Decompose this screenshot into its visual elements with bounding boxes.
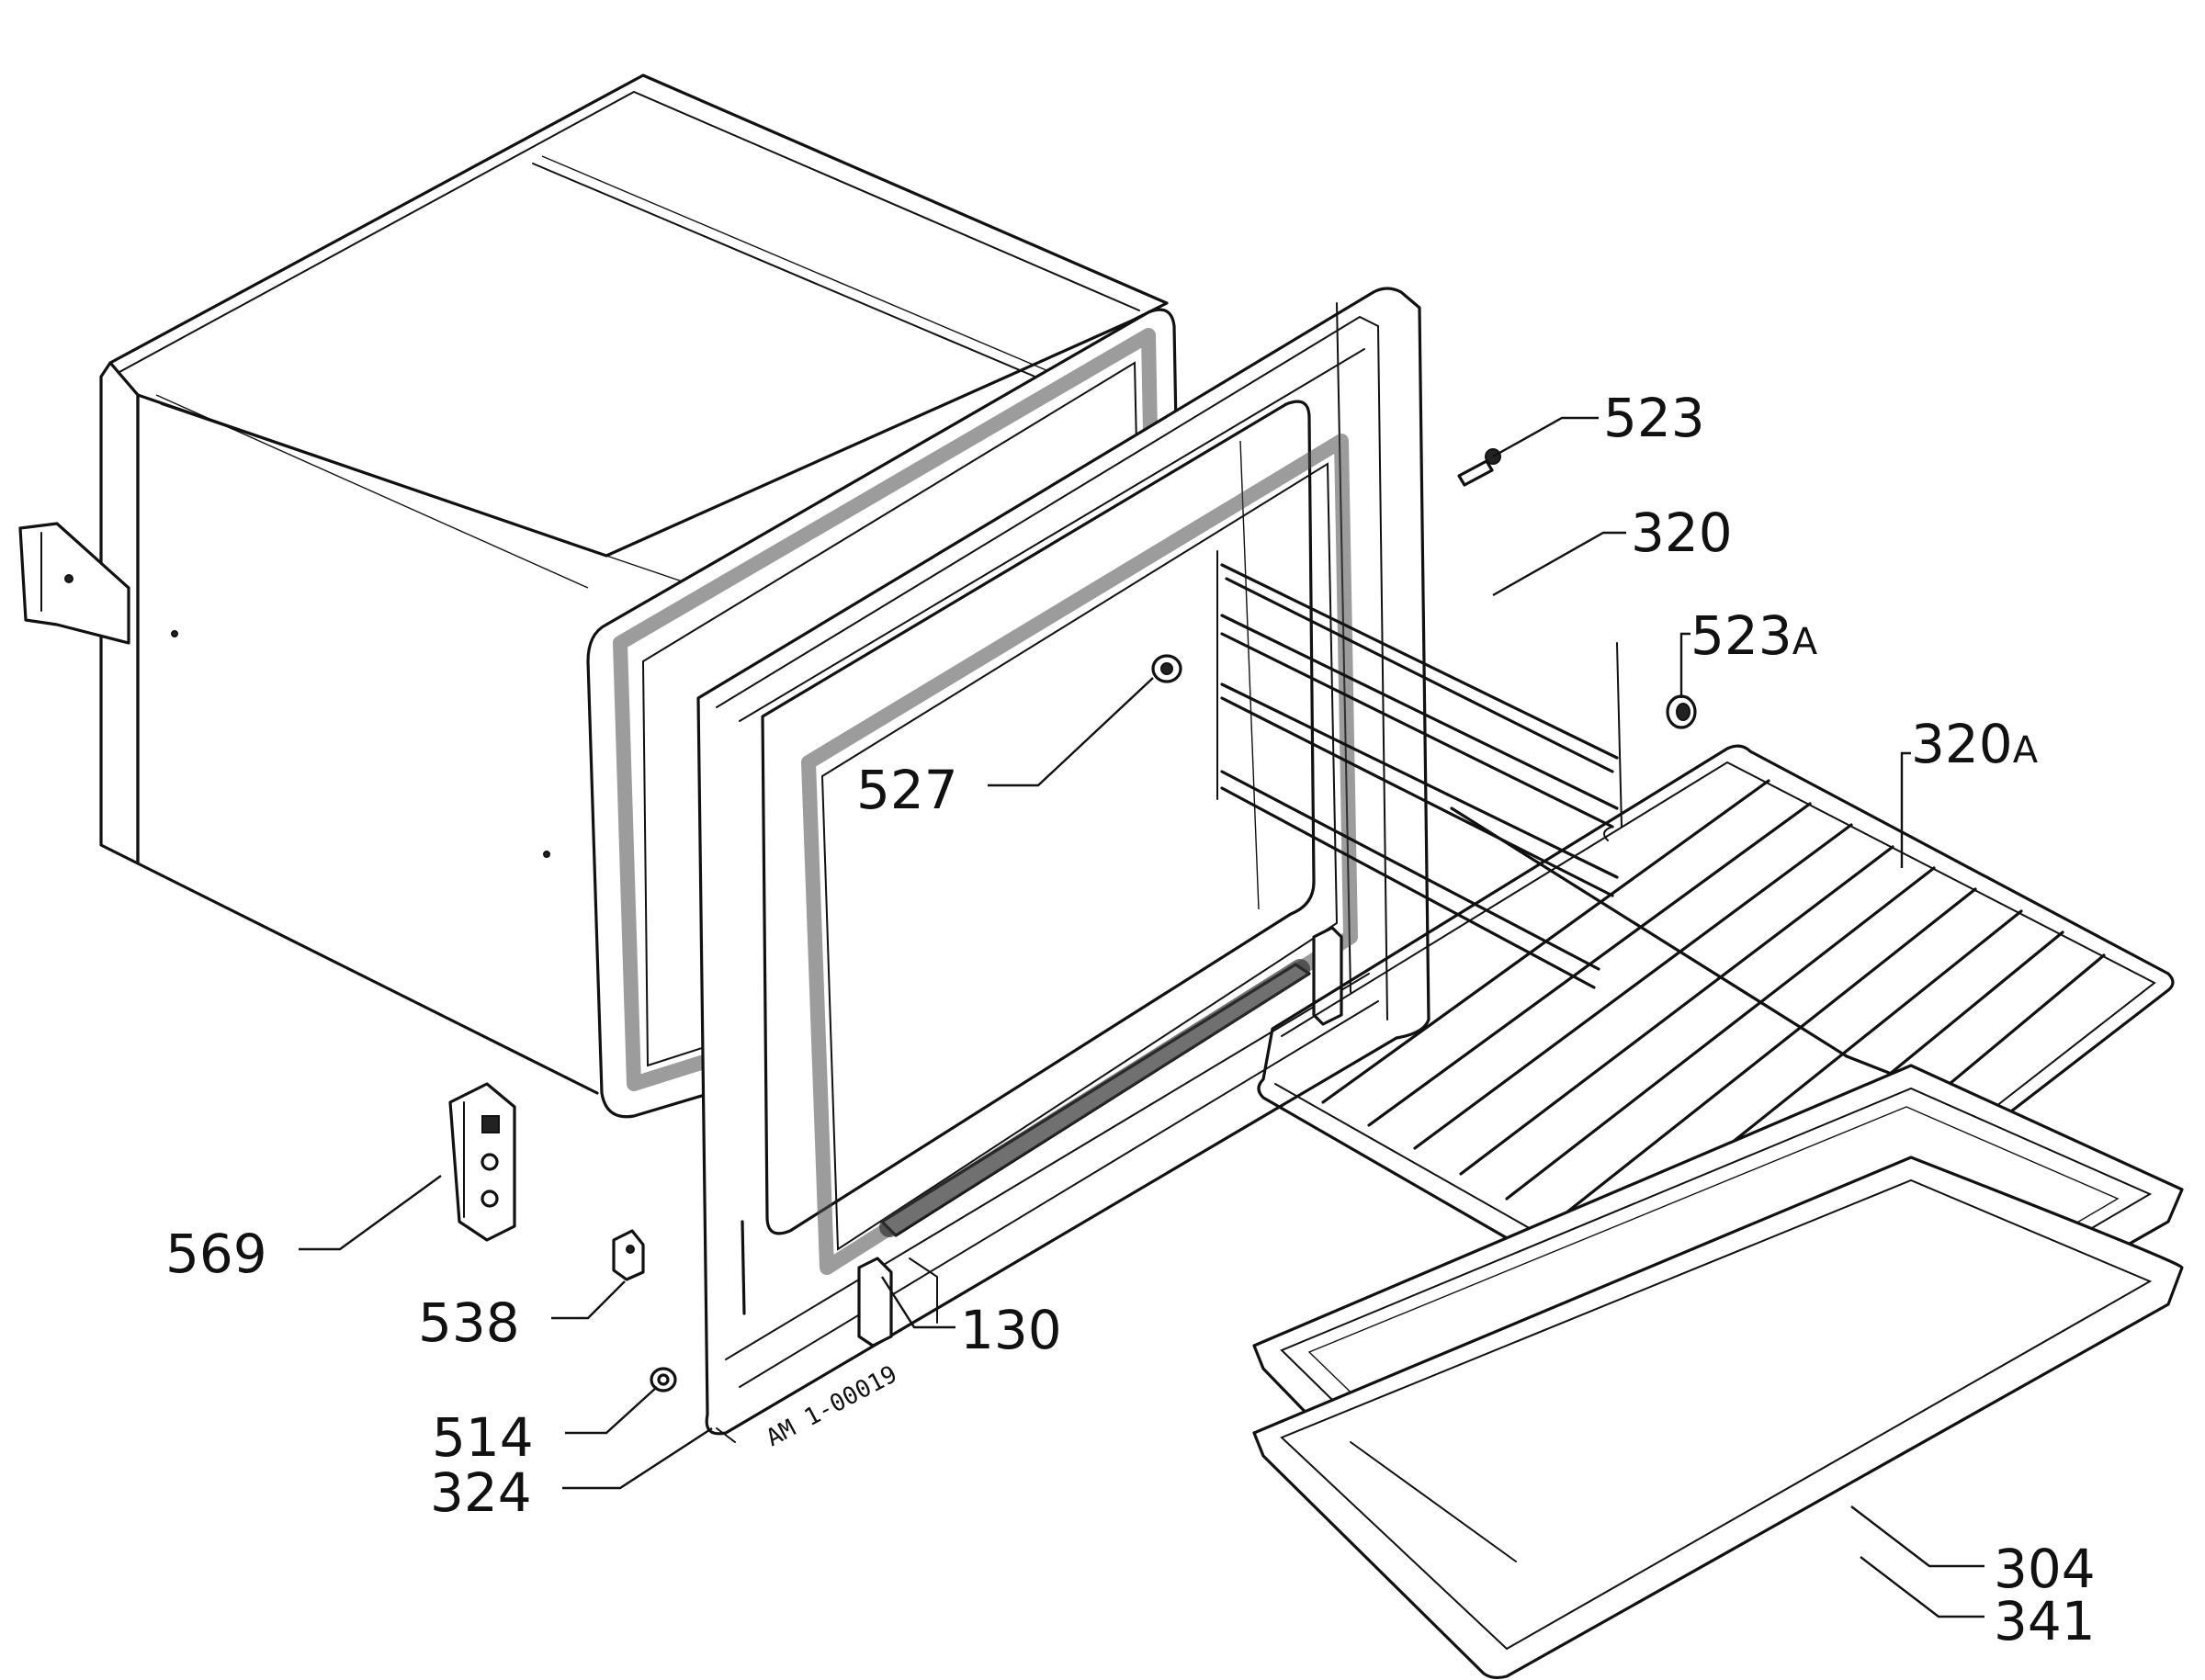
label-523: 523 [1603,387,1705,449]
mounting-bracket-left [18,522,550,858]
catch-538 [612,1229,645,1281]
hinge-569 [448,1082,516,1242]
label-324: 324 [430,1461,532,1524]
bushing-523a [1666,694,1697,729]
label-304: 304 [1994,1538,2096,1600]
label-523a-suffix: A [1792,621,1818,663]
washer-514 [650,1367,677,1392]
shelf-runner-320 [1216,550,1623,989]
seal-strip-130 [857,926,1343,1347]
screw-523 [1457,448,1501,487]
label-320a: 320A [1911,713,2039,775]
label-523a: 523A [1690,604,1818,667]
knob-527 [1151,654,1182,683]
front-frame-324: AM 1-00019 [696,287,1430,1452]
label-523a-number: 523 [1690,604,1792,667]
label-320: 320 [1631,502,1733,564]
baking-tray-341 [1252,1156,2184,1680]
leader-lines [299,416,1984,1618]
part-labels: 523 320 523A 320A 527 569 538 514 324 13… [165,387,2096,1652]
label-320a-suffix: A [2013,729,2039,772]
label-341: 341 [1994,1590,2096,1652]
label-569: 569 [165,1223,267,1285]
label-320a-number: 320 [1911,713,2013,775]
label-538: 538 [418,1291,520,1354]
label-514: 514 [432,1406,534,1469]
oven-shelf-rack-320a [1257,744,2175,1348]
label-527: 527 [856,759,958,821]
label-130: 130 [960,1299,1062,1361]
